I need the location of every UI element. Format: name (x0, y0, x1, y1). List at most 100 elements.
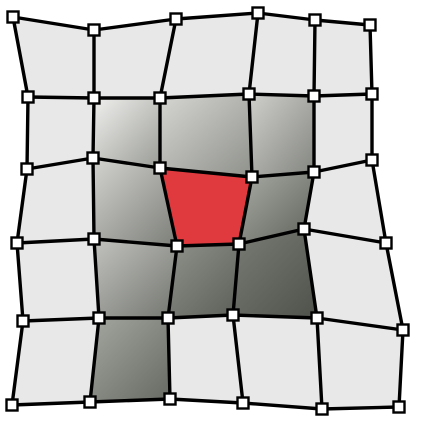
mesh-edge (237, 175, 254, 246)
mesh-edge (320, 405, 401, 411)
mesh-edge (384, 241, 405, 332)
mesh-cell (12, 318, 99, 405)
mesh-edge (315, 316, 324, 411)
mesh-cell (314, 20, 372, 96)
mesh-cell (94, 19, 176, 98)
square-handle-icon[interactable] (392, 400, 406, 414)
square-handle-icon[interactable] (5, 398, 19, 412)
square-handle-icon[interactable] (365, 153, 379, 167)
mesh-edge (15, 241, 25, 323)
square-handle-icon[interactable] (310, 311, 324, 325)
square-handle-icon[interactable] (153, 91, 167, 105)
shaded-mesh-cell (239, 172, 314, 244)
square-handle-icon[interactable] (226, 308, 240, 322)
mesh-edge (91, 156, 162, 170)
mesh-cell (304, 160, 386, 243)
mesh-edge (231, 313, 245, 405)
mesh-edge (174, 11, 260, 21)
square-handle-icon[interactable] (153, 161, 167, 175)
square-handle-icon[interactable] (308, 13, 322, 27)
mesh-edge (166, 316, 172, 401)
mesh-edge (21, 316, 101, 323)
shaded-mesh-cell (160, 94, 252, 177)
mesh-edge (256, 11, 317, 22)
mesh-edge (231, 313, 319, 320)
mesh-edge (158, 166, 254, 179)
square-handle-icon[interactable] (92, 311, 106, 325)
mesh-edge (313, 18, 372, 27)
mesh-edge (25, 95, 30, 171)
shaded-mesh-cell (168, 244, 239, 318)
mesh-cell (17, 158, 94, 243)
mesh-edge (88, 316, 101, 404)
shaded-mesh-cell (90, 318, 170, 402)
square-handle-icon[interactable] (251, 6, 265, 20)
mesh-edge (241, 401, 324, 411)
square-handle-icon[interactable] (20, 162, 34, 176)
mesh-edge (88, 397, 172, 404)
mesh-edge (247, 92, 316, 98)
mesh-edge (168, 397, 245, 405)
square-handle-icon[interactable] (315, 402, 329, 416)
mesh-control-points[interactable] (5, 6, 410, 416)
mesh-edge (92, 237, 179, 248)
mesh-edge (92, 237, 101, 320)
mesh-edge (15, 167, 29, 245)
shaded-mesh-cell (233, 229, 317, 318)
mesh-cell (160, 13, 258, 98)
mesh-edge (237, 227, 306, 246)
square-handle-icon[interactable] (379, 236, 393, 250)
square-handle-icon[interactable] (161, 311, 175, 325)
mesh-edge (92, 17, 178, 32)
mesh-edge (302, 227, 388, 245)
square-handle-icon[interactable] (236, 396, 250, 410)
mesh-cell (27, 97, 94, 169)
square-handle-icon[interactable] (170, 239, 184, 253)
mesh-edges (10, 11, 405, 411)
mesh-edge (312, 158, 374, 174)
square-handle-icon[interactable] (307, 89, 321, 103)
square-handle-icon[interactable] (297, 222, 311, 236)
square-handle-icon[interactable] (163, 392, 177, 406)
square-handle-icon[interactable] (87, 232, 101, 246)
mesh-edge (158, 92, 251, 100)
mesh-cell (314, 94, 372, 172)
mesh-edge (302, 170, 316, 231)
square-handle-icon[interactable] (242, 87, 256, 101)
mesh-edge (302, 227, 319, 320)
mesh-edge (15, 237, 96, 245)
square-handle-icon[interactable] (365, 87, 379, 101)
mesh-edge (312, 92, 374, 98)
mesh-edge (166, 244, 179, 320)
shaded-mesh-cell (249, 94, 314, 177)
mesh-edge (25, 156, 95, 171)
mesh-edge (10, 319, 25, 407)
mesh-edge (250, 170, 316, 179)
mesh-cell (13, 17, 94, 98)
shaded-mesh-cell (93, 98, 160, 168)
square-handle-icon[interactable] (10, 236, 24, 250)
square-handle-icon[interactable] (21, 90, 35, 104)
mesh-cell (317, 318, 403, 409)
mesh-edge (158, 166, 179, 248)
mesh-edge (231, 242, 241, 317)
square-handle-icon[interactable] (83, 395, 97, 409)
mesh-cells (12, 13, 403, 409)
mesh-cell (168, 315, 243, 403)
square-handle-icon[interactable] (87, 91, 101, 105)
square-handle-icon[interactable] (6, 10, 20, 24)
square-handle-icon[interactable] (16, 314, 30, 328)
mesh-edge (166, 313, 235, 320)
square-handle-icon[interactable] (232, 237, 246, 251)
mesh-edge (247, 92, 254, 179)
highlighted-mesh-cell (160, 168, 252, 246)
square-handle-icon[interactable] (363, 18, 377, 32)
square-handle-icon[interactable] (245, 170, 259, 184)
mesh-edge (11, 15, 96, 32)
square-handle-icon[interactable] (87, 23, 101, 37)
square-handle-icon[interactable] (86, 151, 100, 165)
square-handle-icon[interactable] (169, 12, 183, 26)
square-handle-icon[interactable] (307, 165, 321, 179)
square-handle-icon[interactable] (396, 323, 410, 337)
